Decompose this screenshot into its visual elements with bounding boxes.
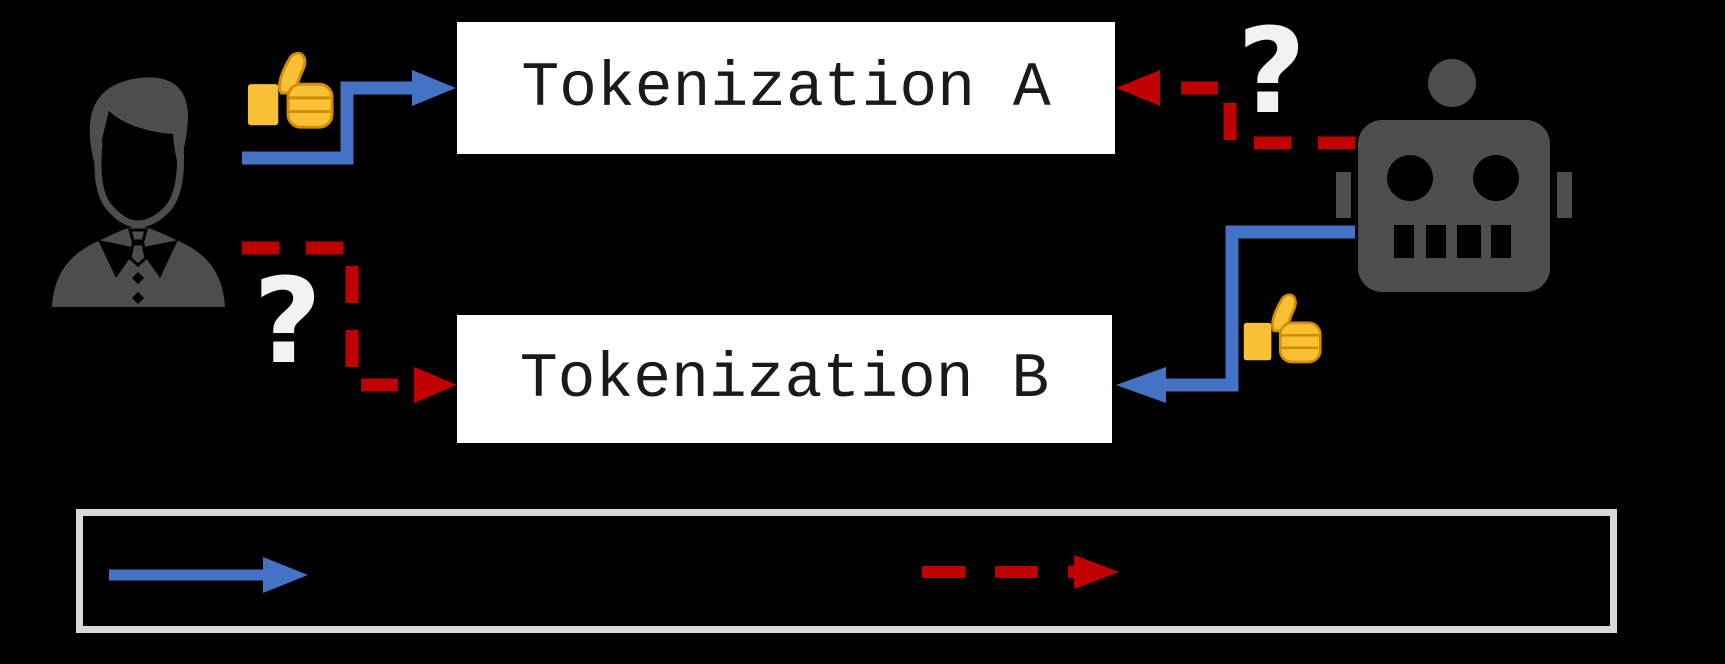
human-uncertain-b-arrow [242,241,457,403]
thumbs-up-icon [247,51,334,129]
robot-eye-right [1473,155,1519,201]
robot-question-mark: ? [1237,2,1306,140]
legend-solid-arrow [109,557,308,593]
businessman-icon [52,77,225,307]
human-question-mark: ? [253,252,322,390]
tokenization-b-box: Tokenization B [457,315,1112,443]
thumbs-up-icon [1243,293,1322,364]
human-prefers-a-arrow [242,70,456,165]
legend-box [76,509,1617,633]
human-face-outline [94,140,184,228]
human-hair [89,77,189,168]
thumb-finger [1271,293,1297,333]
arrow-head [1074,555,1119,589]
human-button [132,292,144,304]
tokenization-b-label: Tokenization B [519,343,1050,415]
robot-mouth [1394,225,1511,258]
arrow-head [1116,367,1166,403]
arrow-head [1116,70,1160,106]
dashed-arrow-shaft [242,241,406,392]
robot-head [1358,120,1550,292]
arrow-head [412,70,456,106]
arrow-shaft [242,81,414,165]
arrow-shaft [1164,225,1355,392]
thumb-cuff [247,84,279,126]
thumb-finger [278,51,307,95]
human-button [132,272,144,284]
robot-ear-right [1557,172,1572,218]
robot-uncertain-a-arrow [1116,70,1355,150]
tokenization-a-label: Tokenization A [521,52,1051,124]
tokenization-a-box: Tokenization A [457,22,1115,154]
thumb-cuff [1243,322,1272,361]
thumb-hand [286,82,334,129]
human-collar-left [98,240,137,278]
legend-dashed-arrow [922,555,1119,589]
thumb-finger-lines [1280,334,1319,350]
human-tie-knot [128,228,148,243]
human-tie [128,242,148,267]
robot-prefers-b-arrow [1116,225,1355,403]
thumb-hand [1278,321,1322,364]
dashed-arrow-shaft [1166,81,1355,150]
thumb-finger-lines [288,96,331,114]
robot-ear-left [1336,172,1351,218]
robot-antenna [1428,59,1476,107]
arrow-head [414,367,457,403]
robot-icon [1336,59,1572,292]
robot-eye-left [1387,155,1433,201]
arrow-head [263,557,308,593]
human-collar-right [139,240,178,278]
